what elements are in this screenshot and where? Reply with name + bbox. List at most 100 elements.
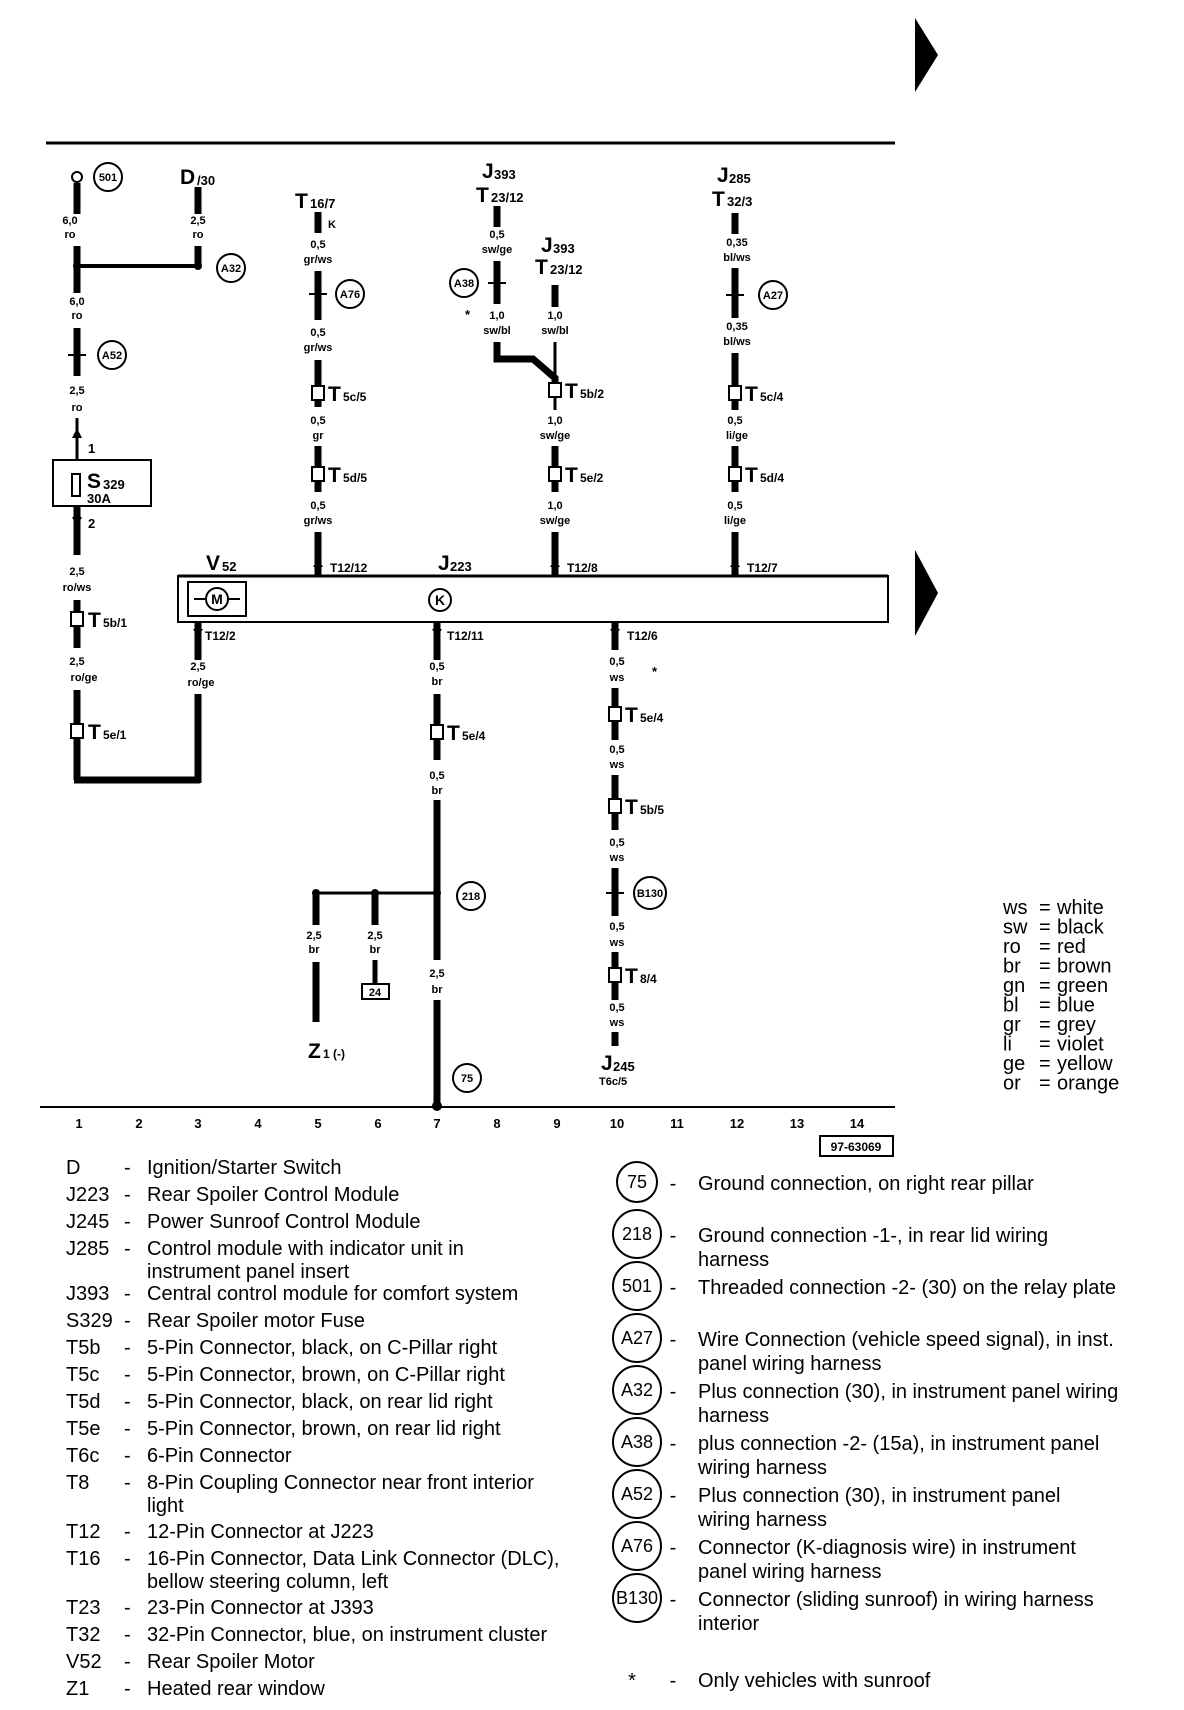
svg-text:6,0: 6,0 — [69, 296, 84, 308]
svg-text:ro/ws: ro/ws — [63, 582, 92, 594]
connection-75: 75 — [452, 1063, 482, 1093]
svg-text:gr/ws: gr/ws — [304, 515, 333, 527]
color-name: black — [1057, 917, 1105, 939]
column-number: 1 — [75, 1116, 82, 1131]
svg-text:393: 393 — [494, 167, 516, 182]
svg-text:K: K — [435, 592, 445, 608]
svg-text:97-63069: 97-63069 — [831, 1140, 882, 1154]
legend-code: T32 — [66, 1624, 100, 1646]
svg-text:K: K — [328, 219, 336, 231]
svg-text:T12/7: T12/7 — [747, 561, 778, 575]
legend-code: T23 — [66, 1597, 100, 1619]
legend-code: T6c — [66, 1445, 99, 1467]
svg-text:1: 1 — [88, 441, 95, 456]
column-number: 9 — [553, 1116, 560, 1131]
svg-text:br: br — [432, 785, 444, 797]
color-code: ge — [1003, 1053, 1025, 1075]
svg-text:23/12: 23/12 — [550, 262, 583, 277]
column-number: 11 — [670, 1116, 684, 1131]
svg-text:A52: A52 — [102, 350, 122, 362]
connector-t5d4: T 5d/4 — [728, 464, 784, 487]
color-name: green — [1057, 975, 1108, 997]
connection-dash: - — [670, 1173, 677, 1195]
svg-text:2,5: 2,5 — [190, 661, 205, 673]
connection-dash: - — [670, 1537, 677, 1559]
svg-text:T: T — [565, 380, 578, 403]
svg-text:2: 2 — [88, 516, 95, 531]
right-arrow-icon[interactable] — [915, 18, 938, 92]
color-name: brown — [1057, 956, 1111, 978]
connection-a38: A38 — [449, 268, 479, 298]
svg-text:T: T — [535, 256, 548, 279]
connection-dash: - — [670, 1433, 677, 1455]
connector-t5b2: T 5b/2 — [548, 380, 604, 403]
color-code: gn — [1003, 975, 1025, 997]
column-number: 13 — [790, 1116, 804, 1131]
svg-text:A38: A38 — [454, 278, 474, 290]
connection-dash: - — [670, 1381, 677, 1403]
svg-text:1 (-): 1 (-) — [323, 1047, 345, 1061]
svg-text:gr/ws: gr/ws — [304, 342, 333, 354]
svg-text:329: 329 — [103, 477, 125, 492]
svg-text:T12/11: T12/11 — [447, 629, 484, 643]
svg-text:2,5: 2,5 — [69, 566, 84, 578]
legend-description: Rear Spoiler motor Fuse — [147, 1310, 365, 1332]
legend-description: 6-Pin Connector — [147, 1445, 292, 1467]
svg-text:0,5: 0,5 — [310, 500, 325, 512]
svg-text:li/ge: li/ge — [726, 430, 748, 442]
legend-dash: - — [124, 1211, 131, 1233]
legend-code: J223 — [66, 1184, 109, 1206]
svg-text:gr/ws: gr/ws — [304, 254, 333, 266]
connection-description: Wire Connection (vehicle speed signal), … — [698, 1329, 1114, 1375]
svg-text:br: br — [370, 944, 382, 956]
svg-text:0,5: 0,5 — [489, 229, 504, 241]
color-code: gr — [1003, 1014, 1021, 1036]
color-code: ro — [1003, 936, 1021, 958]
svg-text:1,0: 1,0 — [489, 310, 504, 322]
connection-legend: 75-Ground connection, on right rear pill… — [612, 1161, 1118, 1635]
svg-text:23/12: 23/12 — [491, 190, 524, 205]
svg-text:T: T — [712, 188, 725, 211]
svg-text:0,35: 0,35 — [726, 321, 747, 333]
svg-text:75: 75 — [461, 1073, 473, 1085]
svg-text:T: T — [295, 190, 308, 213]
color-name: orange — [1057, 1073, 1119, 1095]
connector-t5b5: T 5b/5 — [608, 796, 664, 819]
svg-text:J: J — [438, 552, 450, 575]
connection-501: 501 — [93, 162, 123, 192]
svg-text:0,5: 0,5 — [310, 415, 325, 427]
right-arrow-icon[interactable] — [915, 550, 938, 636]
svg-text:0,5: 0,5 — [727, 415, 742, 427]
legend-description: Ignition/Starter Switch — [147, 1157, 342, 1179]
svg-text:V: V — [206, 552, 220, 575]
svg-text:ws: ws — [609, 937, 625, 949]
connection-dash: - — [670, 1329, 677, 1351]
svg-text:T12/12: T12/12 — [330, 561, 368, 575]
connection-description: Ground connection -1-, in rear lid wirin… — [698, 1225, 1048, 1271]
svg-text:0,5: 0,5 — [609, 921, 624, 933]
svg-text:B130: B130 — [637, 888, 663, 900]
svg-text:0,5: 0,5 — [310, 239, 325, 251]
legend-description: 5-Pin Connector, brown, on rear lid righ… — [147, 1418, 501, 1440]
color-equals: = — [1039, 995, 1051, 1017]
legend-description: 5-Pin Connector, black, on C-Pillar righ… — [147, 1337, 498, 1359]
svg-text:S: S — [87, 470, 101, 493]
svg-text:0,5: 0,5 — [429, 661, 444, 673]
svg-text:T: T — [625, 796, 638, 819]
svg-text:52: 52 — [222, 559, 236, 574]
legend-code: T5d — [66, 1391, 100, 1413]
connection-circle — [616, 1161, 658, 1203]
svg-text:0,5: 0,5 — [609, 744, 624, 756]
connection-218: 218 — [456, 881, 486, 911]
connection-a52: A52 — [97, 340, 127, 370]
svg-text:30A: 30A — [87, 491, 111, 506]
svg-text:6,0: 6,0 — [62, 215, 77, 227]
color-equals: = — [1039, 1053, 1051, 1075]
svg-text:T: T — [625, 965, 638, 988]
connection-description: Ground connection, on right rear pillar — [698, 1173, 1034, 1195]
svg-text:sw/ge: sw/ge — [540, 430, 571, 442]
svg-text:*: * — [652, 664, 658, 679]
svg-text:/30: /30 — [197, 173, 215, 188]
